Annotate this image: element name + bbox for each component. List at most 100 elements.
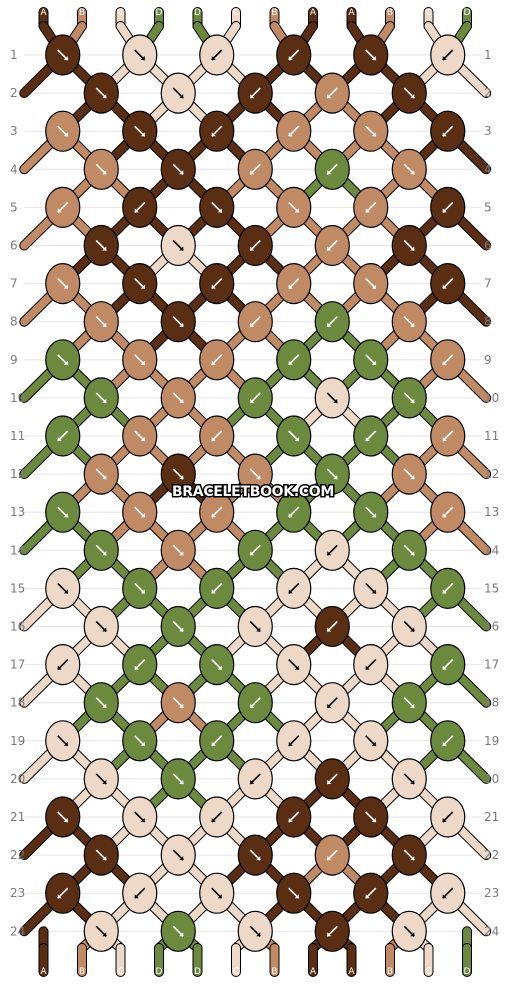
knot-arrow-head bbox=[63, 589, 68, 594]
knot-arrow-head bbox=[179, 170, 184, 175]
knot-arrow-head bbox=[57, 208, 62, 213]
string-letter-bottom: B bbox=[271, 967, 277, 977]
string-letter-bottom: B bbox=[387, 967, 393, 977]
knot-arrow-head bbox=[102, 170, 107, 175]
knot-arrow-head bbox=[365, 894, 370, 899]
knot-arrow-head bbox=[410, 703, 415, 708]
knot-arrow-head bbox=[102, 932, 107, 937]
knot-arrow-head bbox=[63, 360, 68, 365]
knot-arrow-head bbox=[294, 894, 299, 899]
row-label-left: 8 bbox=[10, 315, 18, 329]
knot-arrow-head bbox=[250, 551, 255, 556]
string-letter-bottom: C bbox=[425, 967, 431, 977]
knot-arrow-head bbox=[327, 551, 332, 556]
string-letter-top: C bbox=[425, 8, 431, 18]
knots-layer bbox=[45, 34, 466, 952]
knot-arrow-head bbox=[211, 818, 216, 822]
row-label-left: 9 bbox=[10, 353, 18, 367]
knot-arrow-head bbox=[179, 779, 184, 784]
knot-arrow-head bbox=[63, 513, 68, 518]
row-label-right: 11 bbox=[484, 429, 499, 443]
knot-arrow-head bbox=[442, 132, 447, 137]
knot-arrow-head bbox=[140, 132, 145, 137]
knot-arrow-head bbox=[211, 589, 216, 594]
knot-arrow-head bbox=[327, 779, 332, 784]
knot-arrow-head bbox=[217, 208, 222, 213]
row-label-left: 12 bbox=[10, 467, 25, 481]
string-letter-bottom: D bbox=[464, 967, 471, 977]
knot-arrow-head bbox=[442, 589, 447, 594]
row-label-left: 14 bbox=[10, 543, 25, 557]
knot-arrow-head bbox=[211, 284, 216, 289]
knot-arrow-head bbox=[256, 932, 261, 937]
row-label-right: 8 bbox=[484, 315, 492, 329]
knot-arrow-head bbox=[442, 56, 447, 60]
knot-arrow-head bbox=[250, 703, 255, 708]
knot-arrow-head bbox=[288, 818, 293, 822]
row-label-left: 20 bbox=[10, 772, 25, 786]
knot-arrow-head bbox=[102, 551, 107, 556]
row-label-right: 22 bbox=[484, 848, 499, 862]
row-label-left: 24 bbox=[10, 924, 25, 938]
knot-arrow-head bbox=[371, 818, 376, 822]
knot-arrow-head bbox=[63, 56, 68, 60]
knot-arrow-head bbox=[250, 398, 255, 403]
knot-arrow-head bbox=[371, 284, 376, 289]
knot-arrow-head bbox=[410, 856, 415, 861]
knot-arrow-head bbox=[140, 360, 145, 365]
knot-arrow-head bbox=[333, 475, 338, 480]
knot-arrow-head bbox=[327, 703, 332, 708]
knot-arrow-head bbox=[211, 132, 216, 137]
knot-arrow-head bbox=[327, 94, 332, 99]
knot-arrow-head bbox=[288, 589, 293, 594]
knot-arrow-head bbox=[211, 741, 216, 746]
knot-arrow-head bbox=[410, 932, 415, 937]
string-letter-top: C bbox=[117, 8, 123, 18]
knot-arrow-head bbox=[140, 589, 145, 594]
knot-arrow-head bbox=[371, 360, 376, 365]
knot-arrow-head bbox=[250, 779, 255, 784]
string-letter-bottom: D bbox=[194, 967, 201, 977]
string-letter-bottom: A bbox=[310, 967, 317, 977]
knot-arrow-head bbox=[179, 932, 184, 937]
knot-arrow-head bbox=[327, 627, 332, 632]
knot-arrow-head bbox=[134, 208, 139, 213]
knot-arrow-head bbox=[410, 551, 415, 556]
knot-arrow-head bbox=[250, 322, 255, 327]
knot-arrow-head bbox=[294, 437, 299, 441]
knot-arrow-head bbox=[63, 132, 68, 137]
knot-arrow-head bbox=[256, 627, 261, 632]
knot-arrow-head bbox=[134, 665, 139, 670]
knot-arrow-head bbox=[442, 818, 447, 822]
knot-arrow-head bbox=[294, 665, 299, 670]
row-label-right: 3 bbox=[484, 124, 492, 138]
knot-arrow-head bbox=[102, 322, 107, 327]
row-label-right: 23 bbox=[484, 886, 499, 900]
row-label-right: 14 bbox=[484, 543, 499, 557]
knot-arrow-head bbox=[410, 627, 415, 632]
row-label-left: 2 bbox=[10, 86, 18, 100]
knot-arrow-head bbox=[179, 627, 184, 632]
knot-arrow-head bbox=[365, 665, 370, 670]
knot-arrow-head bbox=[371, 741, 376, 746]
knot-arrow-head bbox=[140, 818, 145, 822]
row-label-left: 4 bbox=[10, 162, 18, 176]
knot-arrow-head bbox=[102, 779, 107, 784]
knot-arrow-head bbox=[102, 94, 107, 99]
string-letter-bottom: B bbox=[79, 967, 85, 977]
knot-arrow-head bbox=[179, 94, 184, 99]
knot-arrow-head bbox=[217, 665, 222, 670]
knot-arrow-head bbox=[217, 894, 222, 899]
row-label-left: 13 bbox=[10, 505, 25, 519]
knot-arrow-head bbox=[211, 56, 216, 60]
row-label-left: 3 bbox=[10, 124, 18, 138]
string-letter-bottom: C bbox=[233, 967, 239, 977]
knot-arrow-head bbox=[140, 741, 145, 746]
row-label-right: 15 bbox=[484, 581, 499, 595]
knot-arrow-head bbox=[102, 856, 107, 861]
knot-arrow-head bbox=[57, 665, 62, 670]
knot-arrow-head bbox=[442, 360, 447, 365]
knot-arrow-head bbox=[134, 894, 139, 899]
